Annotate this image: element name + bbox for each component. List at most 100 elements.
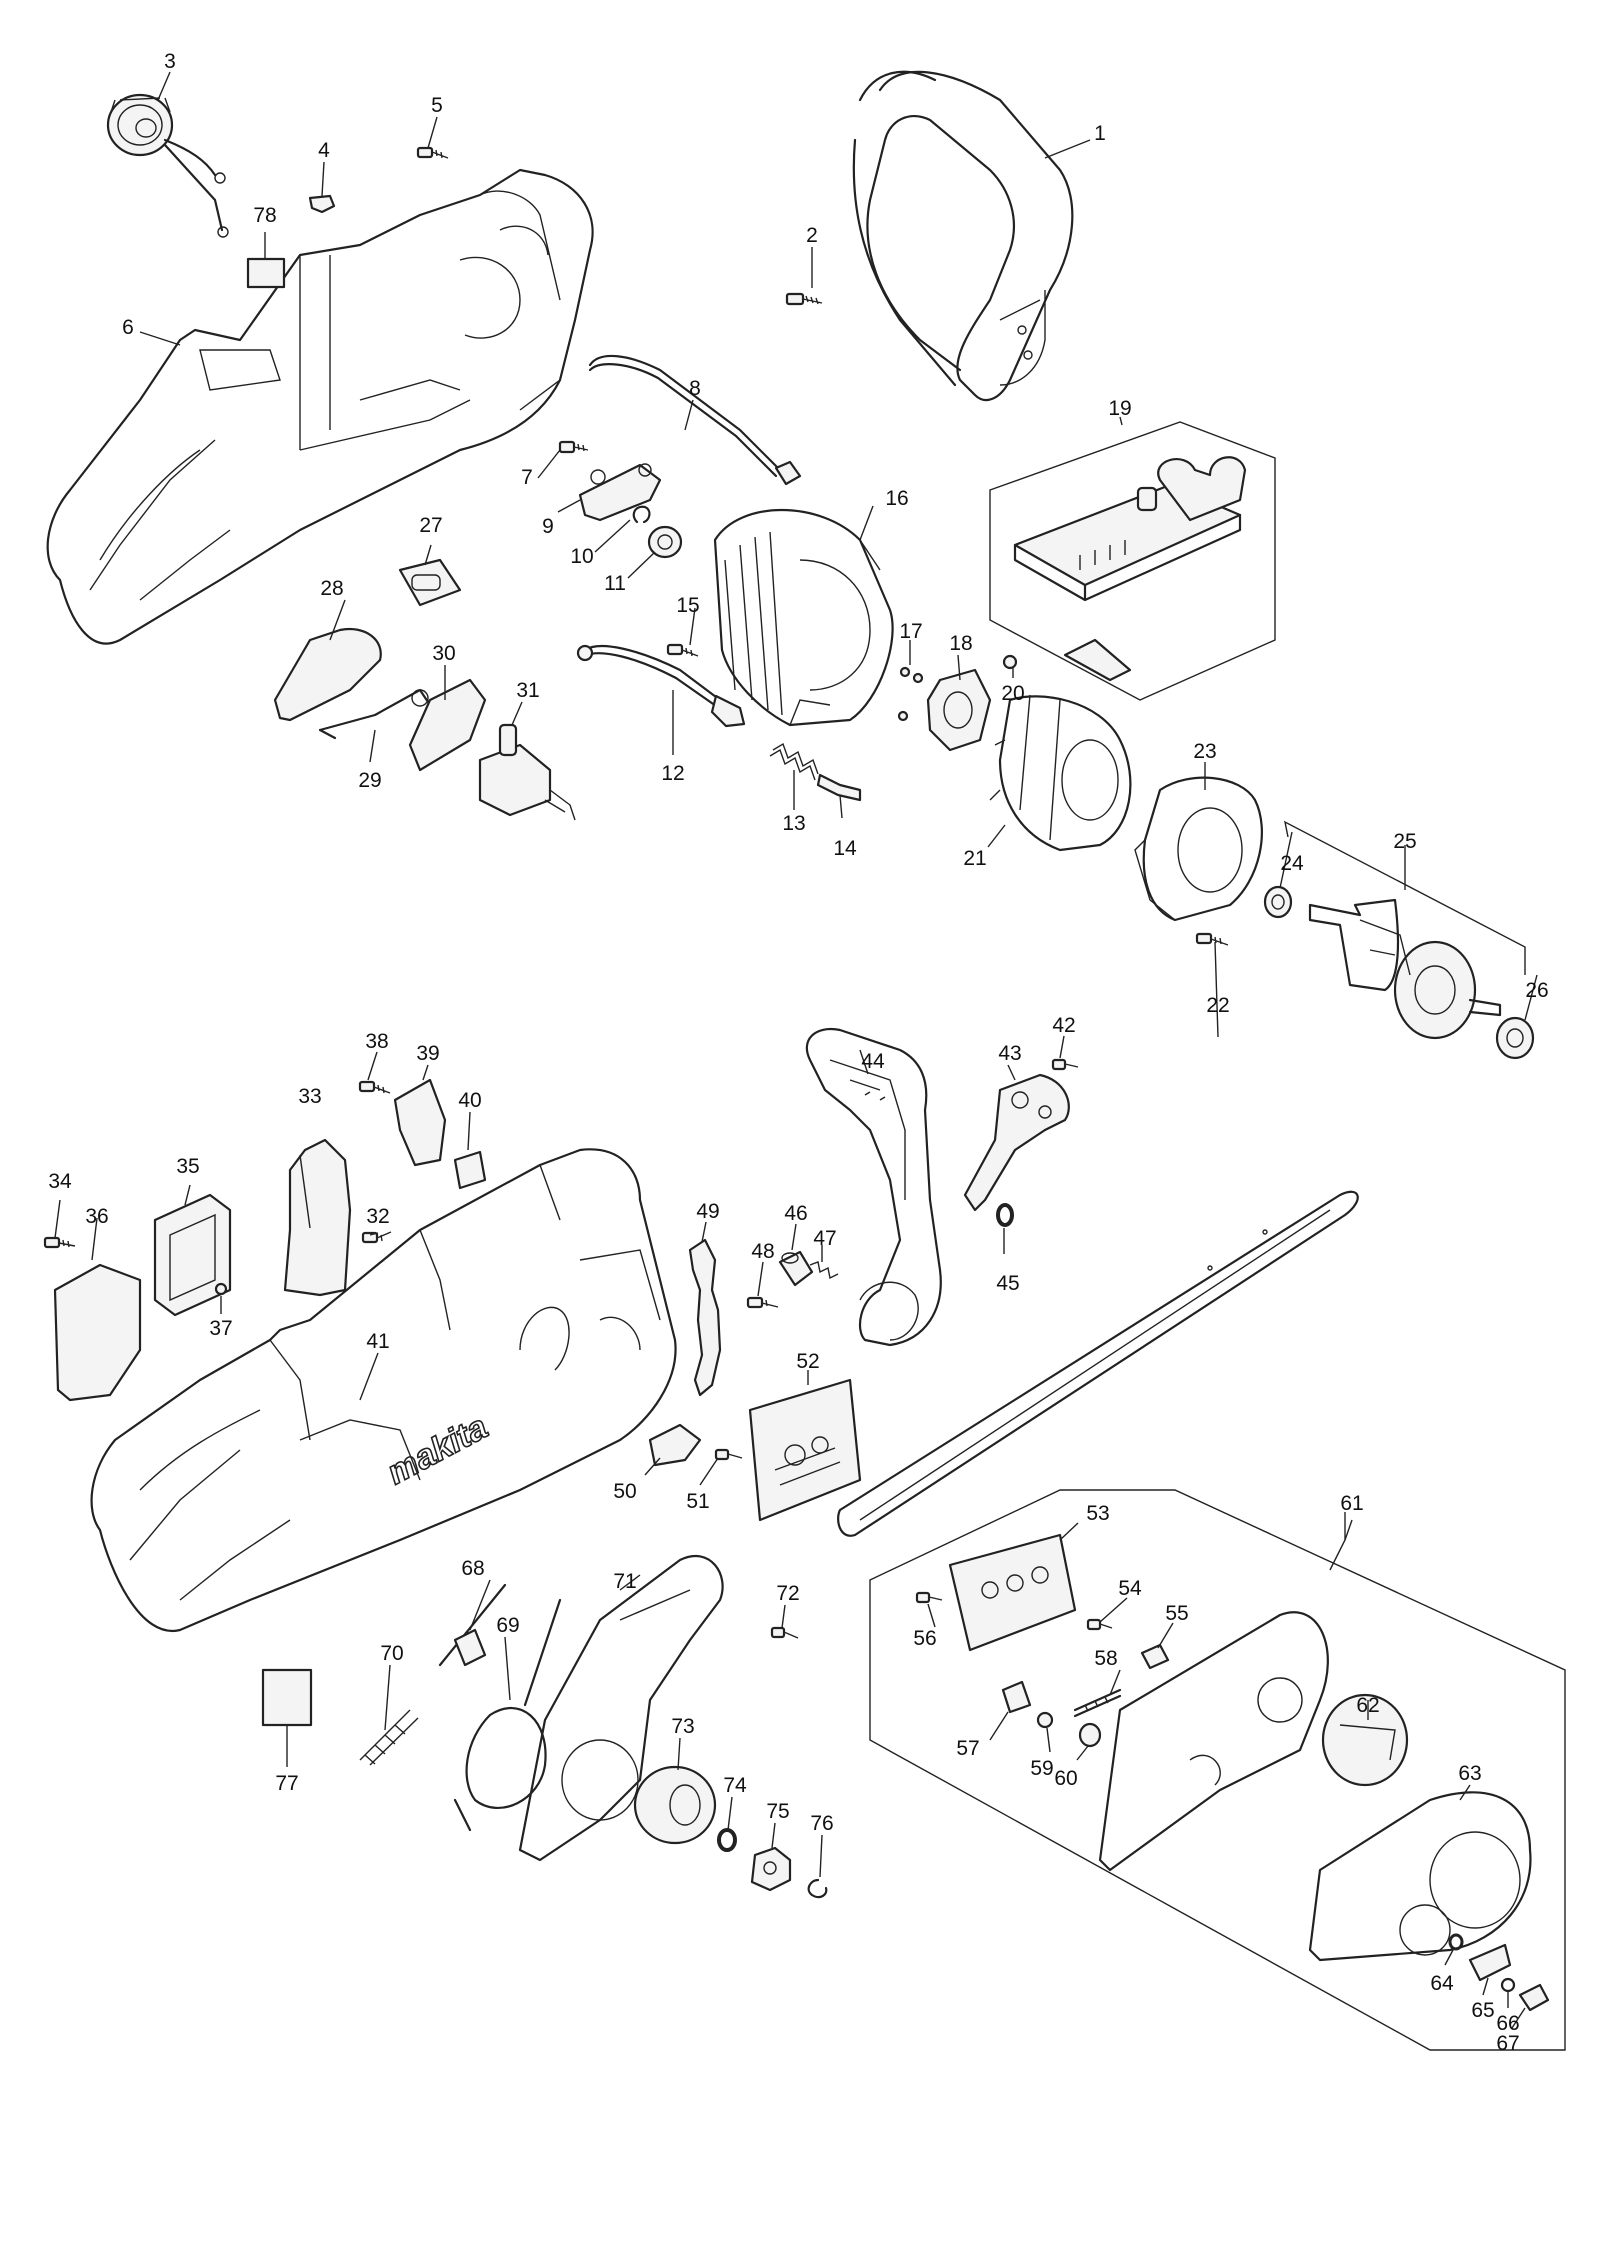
retaining-ring-10 [632, 505, 651, 524]
screw-34 [43, 1236, 76, 1249]
stator [989, 694, 1132, 852]
callout-22: 22 [1206, 994, 1229, 1017]
screw-15 [666, 643, 699, 657]
rotor [1308, 898, 1502, 1040]
callout-11: 11 [604, 572, 626, 595]
callout-3: 3 [164, 50, 176, 73]
connector-40 [453, 1150, 487, 1190]
callout-23: 23 [1193, 740, 1216, 763]
callout-52: 52 [796, 1350, 819, 1373]
callout-66: 66 [1496, 2012, 1519, 2035]
screw-54 [1086, 1618, 1113, 1631]
callout-53: 53 [1086, 1502, 1109, 1525]
callout-50: 50 [613, 1480, 636, 1503]
o-ring-45 [996, 1203, 1014, 1227]
callout-15: 15 [676, 594, 699, 617]
spiked-bumper [688, 1238, 722, 1397]
callout-10: 10 [570, 545, 593, 568]
callout-62: 62 [1356, 1694, 1379, 1717]
callout-32: 32 [366, 1205, 389, 1228]
callout-72: 72 [776, 1582, 799, 1605]
callout-59: 59 [1030, 1757, 1053, 1780]
callout-65: 65 [1471, 1999, 1494, 2022]
callout-55: 55 [1165, 1602, 1188, 1625]
trigger [273, 627, 382, 722]
nut-20 [1002, 654, 1018, 670]
adjuster-block [1140, 1643, 1170, 1670]
callout-70: 70 [380, 1642, 403, 1665]
bearing-11 [647, 525, 683, 559]
cover-63 [1308, 1791, 1532, 1962]
callout-71: 71 [613, 1570, 636, 1593]
callout-1: 1 [1094, 122, 1106, 145]
callout-31: 31 [516, 679, 539, 702]
cable-8 [588, 354, 802, 486]
lock-off-lever [408, 678, 487, 772]
callout-9: 9 [542, 515, 554, 538]
terminal-9 [578, 463, 662, 522]
screw-2 [785, 292, 823, 306]
baffle-plate [1134, 776, 1263, 922]
switch-button [398, 558, 462, 607]
clip-4 [308, 194, 336, 214]
screw-72 [770, 1626, 799, 1639]
spring-wire [318, 688, 432, 740]
screw-5 [416, 146, 449, 159]
screw-42 [1051, 1058, 1079, 1071]
callout-76: 76 [810, 1812, 833, 1835]
callout-47: 47 [813, 1227, 836, 1250]
knob-60 [1078, 1722, 1102, 1748]
callout-35: 35 [176, 1155, 199, 1178]
block-57 [1001, 1680, 1032, 1714]
callout-4: 4 [318, 139, 330, 162]
callout-36: 36 [85, 1205, 108, 1228]
nut-37 [214, 1282, 228, 1296]
callout-51: 51 [686, 1490, 709, 1513]
callout-49: 49 [696, 1200, 719, 1223]
callout-17: 17 [899, 620, 922, 643]
screw-7 [558, 440, 589, 454]
callout-5: 5 [431, 94, 443, 117]
bracket-39 [393, 1078, 447, 1167]
spring-13 [769, 742, 819, 781]
sprocket [750, 1846, 792, 1892]
brand-logo: makita [381, 1408, 494, 1492]
callout-67: 67 [1496, 2032, 1519, 2055]
sprocket-cover-kit [869, 1489, 1566, 2051]
oil-pump [438, 1583, 507, 1667]
o-ring-64 [1448, 1933, 1464, 1951]
cover-33 [283, 1138, 352, 1297]
knob-67 [1518, 1983, 1550, 2012]
tensioner-knob [1321, 1693, 1409, 1787]
front-hand-guard [805, 1027, 942, 1347]
screw-22 [1195, 932, 1229, 946]
callout-19: 19 [1108, 397, 1131, 420]
screws-17 [897, 666, 924, 722]
callout-44: 44 [861, 1050, 885, 1073]
callout-25: 25 [1393, 830, 1416, 853]
bearing-24 [1263, 885, 1293, 919]
switch [478, 723, 576, 821]
callout-37: 37 [209, 1317, 232, 1340]
callout-30: 30 [432, 642, 455, 665]
callout-78: 78 [253, 204, 276, 227]
label-78 [246, 257, 286, 289]
cord-guard [106, 93, 229, 238]
callout-77: 77 [275, 1772, 298, 1795]
screw-56 [915, 1591, 943, 1604]
callout-26: 26 [1525, 979, 1548, 1002]
callout-73: 73 [671, 1715, 694, 1738]
callout-8: 8 [689, 377, 701, 400]
callout-45: 45 [996, 1272, 1019, 1295]
callout-28: 28 [320, 577, 343, 600]
rear-handle [852, 70, 1074, 402]
drum [633, 1765, 717, 1845]
callout-24: 24 [1280, 852, 1304, 875]
screw-38 [358, 1080, 391, 1094]
retaining-ring-76 [807, 1878, 828, 1899]
callout-57: 57 [956, 1737, 979, 1760]
callout-16: 16 [885, 487, 908, 510]
callout-18: 18 [949, 632, 972, 655]
callout-69: 69 [496, 1614, 519, 1637]
